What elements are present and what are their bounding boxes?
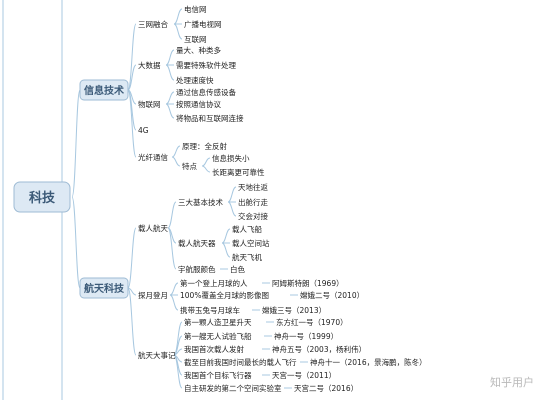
leaf: 处理速度快 <box>176 75 214 85</box>
node-milestone: 截至目前我国时间最长的载人飞行 <box>184 357 297 367</box>
leaf: 天宫二号（2016） <box>294 383 358 393</box>
leaf: 天宫一号（2011） <box>272 370 336 380</box>
leaf: 互联网 <box>184 35 207 44</box>
leaf: 广播电视网 <box>184 19 222 29</box>
root-label: 科技 <box>29 190 56 206</box>
node-milestone: 第一艘无人试验飞船 <box>184 331 252 341</box>
node-lunar-item: 携带玉兔号月球车 <box>180 305 240 315</box>
node-three-techs: 三大基本技术 <box>178 197 223 207</box>
node-milestone: 我国首个目标飞行器 <box>184 370 252 380</box>
node-crewed-spaceflight: 载人航天 <box>138 223 168 233</box>
node-fiber: 光纤通信 <box>138 152 168 162</box>
node-milestone: 我国首次载人发射 <box>184 344 244 354</box>
node-crewed-craft: 载人航天器 <box>178 238 216 248</box>
branch-label: 信息技术 <box>84 84 124 97</box>
leaf: 长距离更可靠性 <box>212 167 265 177</box>
node-three-network: 三网融合 <box>138 19 168 29</box>
watermark: 知乎用户 <box>490 375 534 389</box>
leaf: 载人飞船 <box>232 224 262 234</box>
leaf: 天地往返 <box>238 182 268 192</box>
branch-aerospace: 航天科技 <box>79 277 129 299</box>
leaf: 将物品和互联网连接 <box>176 113 244 123</box>
leaf: 量大、种类多 <box>176 45 221 55</box>
leaf: 嫦娥二号（2010） <box>300 290 364 300</box>
leaf: 神舟一号（1999） <box>274 331 338 341</box>
leaf: 出舱行走 <box>238 197 268 207</box>
leaf: 按照通信协议 <box>176 99 221 109</box>
node-4g: 4G <box>138 126 149 135</box>
leaf: 嫦娥三号（2013） <box>262 305 326 315</box>
leaf: 航天飞机 <box>232 252 262 262</box>
leaf: 需要特殊软件处理 <box>176 60 236 70</box>
node-big-data: 大数据 <box>138 60 161 70</box>
leaf: 信息损失小 <box>212 153 250 163</box>
branch-label: 航天科技 <box>84 282 125 295</box>
node-lunar-item: 第一个登上月球的人 <box>180 278 248 288</box>
leaf: 神舟十一（2016，景海鹏，陈冬） <box>310 357 427 367</box>
node-iot: 物联网 <box>138 99 161 109</box>
leaf: 白色 <box>230 264 245 274</box>
leaf: 交会对接 <box>238 211 268 221</box>
node-lunar: 探月登月 <box>138 290 168 300</box>
leaf: 电信网 <box>184 4 207 14</box>
node-milestones: 航天大事记 <box>138 350 176 360</box>
leaf: 神舟五号（2003，杨利伟） <box>272 344 366 354</box>
node-milestone: 第一颗人造卫星升天 <box>184 317 252 327</box>
leaf: 通过信息传感设备 <box>176 87 236 97</box>
node-suit-color: 宇航服颜色 <box>178 264 216 274</box>
leaf: 东方红一号（1970） <box>276 317 348 327</box>
leaf: 载人空间站 <box>232 238 270 248</box>
leaf: 阿姆斯特朗（1969） <box>272 278 344 288</box>
root-node: 科技 <box>13 181 71 213</box>
node-fiber-principle: 原理：全反射 <box>182 141 227 151</box>
node-fiber-feature: 特点 <box>182 161 197 171</box>
branch-info-tech: 信息技术 <box>79 79 129 101</box>
node-lunar-item: 100%覆盖全月球的影像图 <box>180 290 269 300</box>
node-milestone: 自主研发的第二个空间实验室 <box>184 383 282 393</box>
